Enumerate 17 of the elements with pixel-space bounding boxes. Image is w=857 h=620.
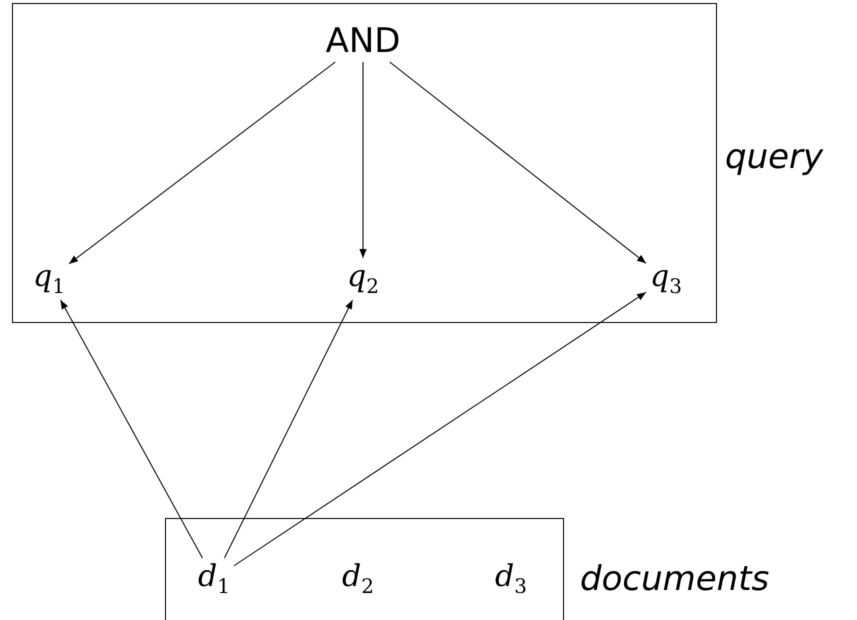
- variable-label: q$_{3}$: [650, 262, 682, 296]
- arrow: [359, 62, 367, 258]
- variable-label: d$_{3}$: [495, 562, 527, 596]
- arrow: [389, 62, 647, 264]
- documents-box: [165, 518, 564, 620]
- box-title: query: [725, 140, 824, 174]
- variable-label: d$_{1}$: [198, 562, 230, 596]
- arrow: [233, 292, 647, 566]
- box-title: documents: [580, 562, 770, 596]
- variable-label: q$_{1}$: [33, 262, 65, 296]
- query-box: [12, 3, 717, 323]
- variable-label: q$_{2}$: [347, 262, 379, 296]
- operator-label: AND: [326, 24, 400, 58]
- variable-label: d$_{2}$: [342, 562, 374, 596]
- arrow: [68, 62, 336, 264]
- arrow: [224, 300, 354, 558]
- arrow: [60, 300, 203, 558]
